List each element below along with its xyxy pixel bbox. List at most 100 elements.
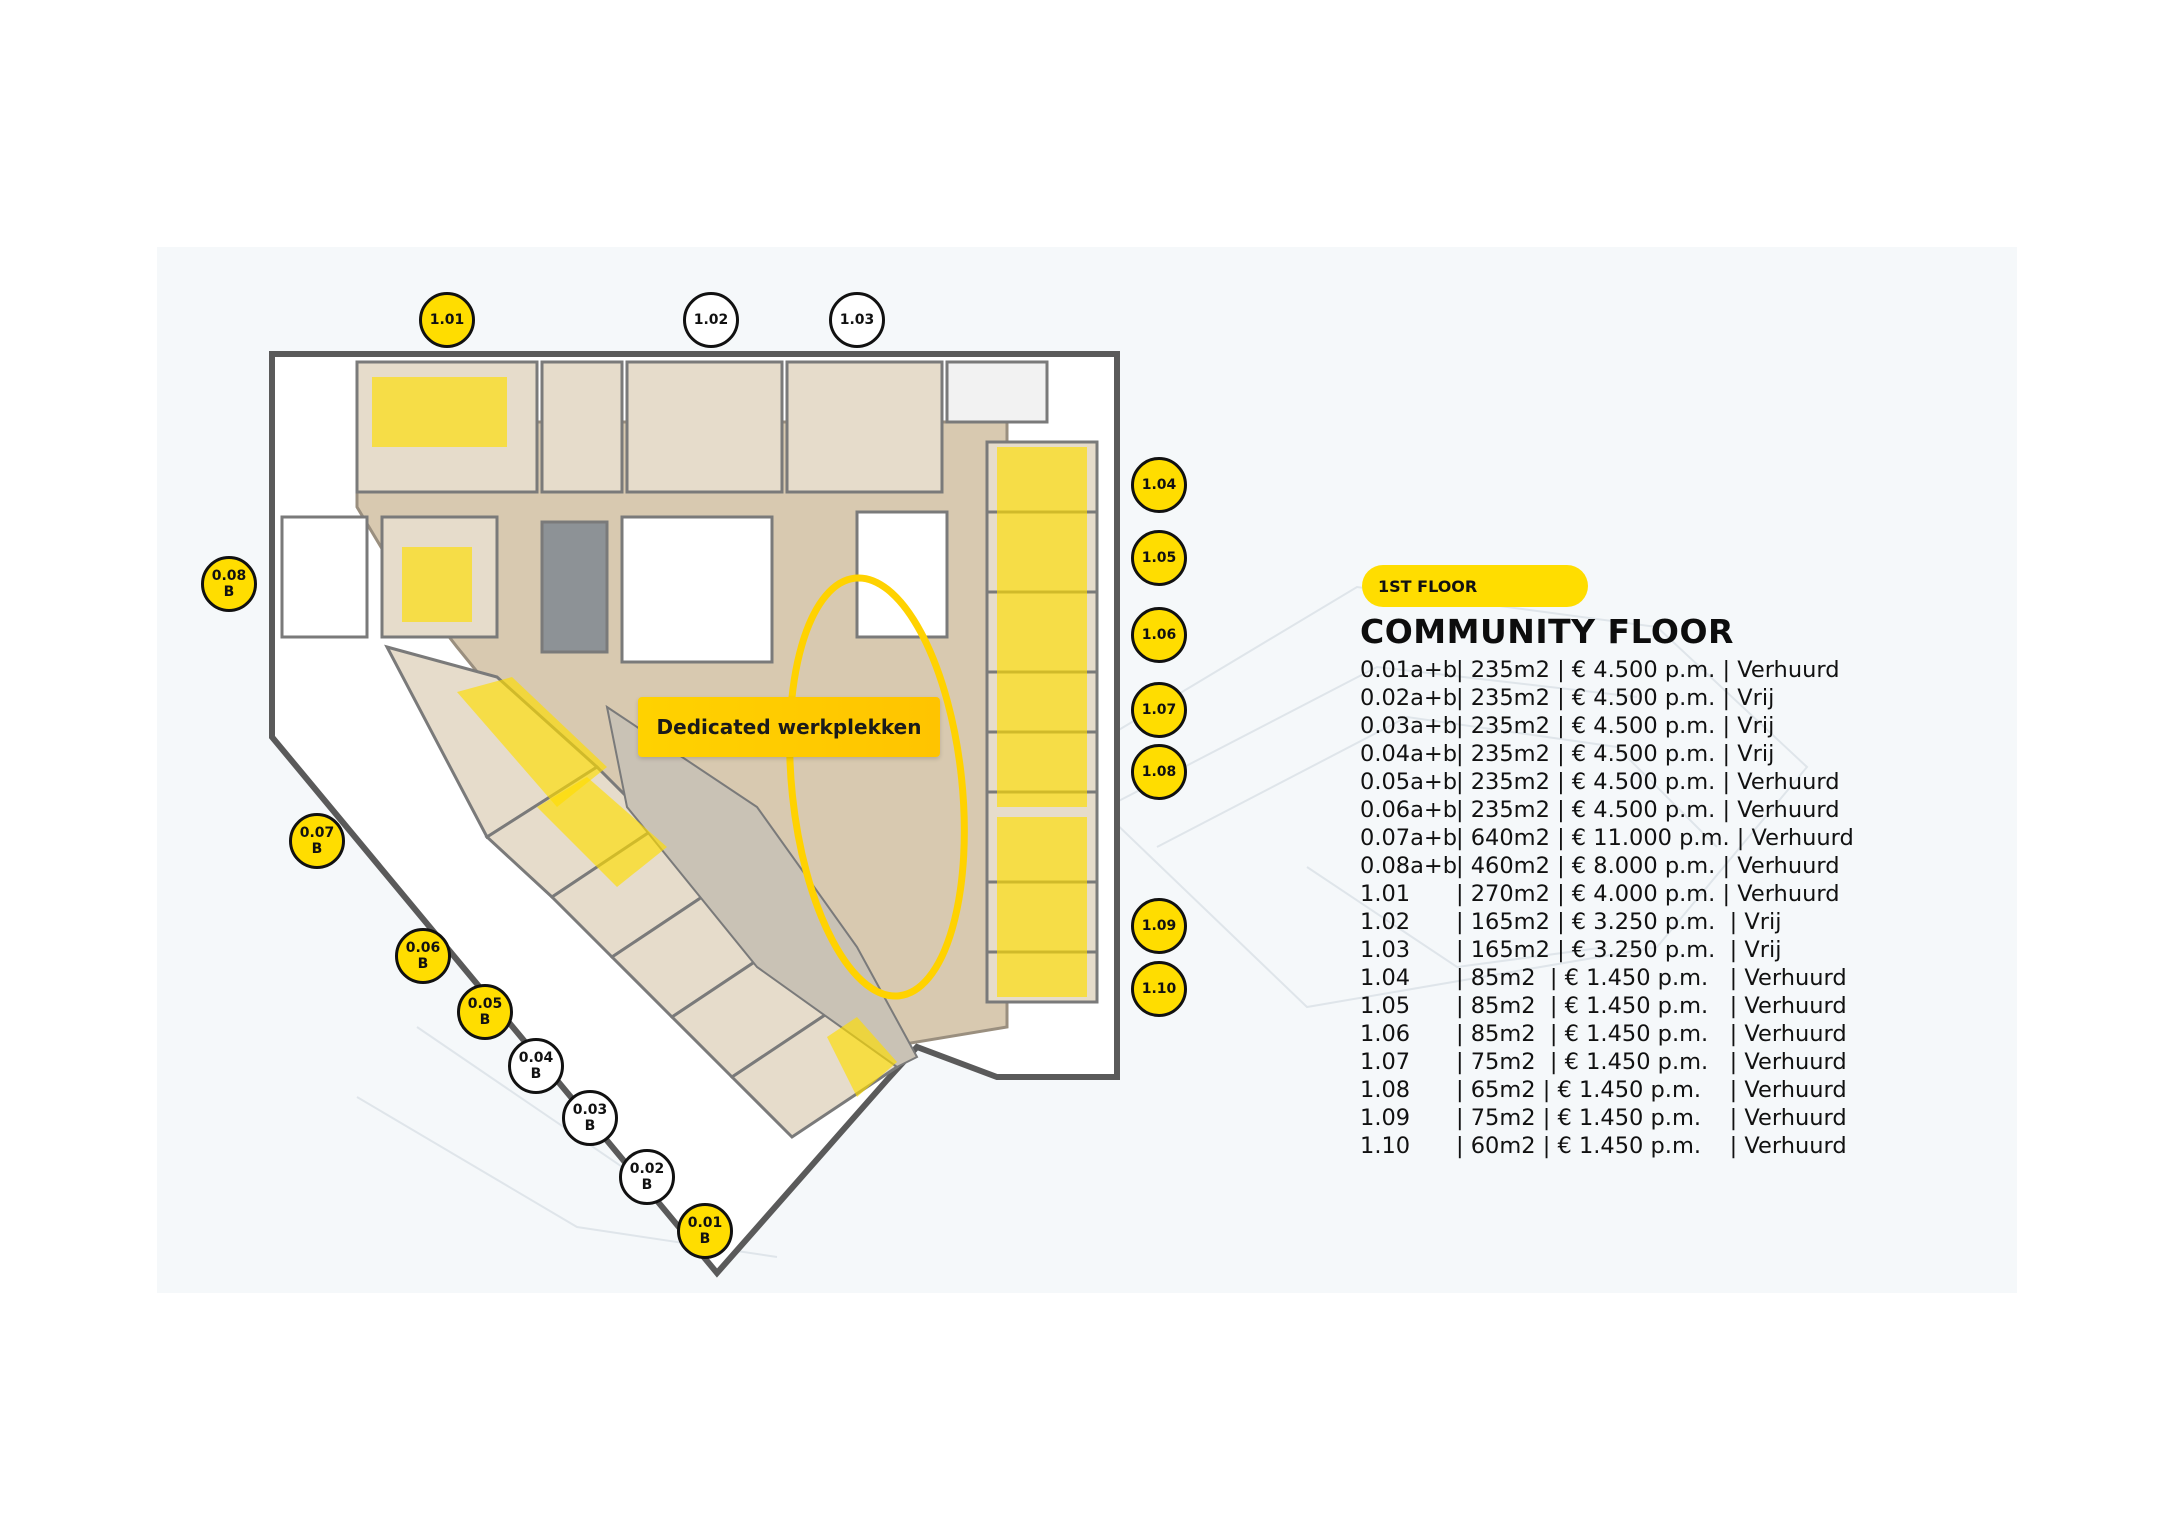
marker-label: 1.06 (1141, 627, 1177, 643)
marker-label: 0.06 (405, 940, 441, 956)
unit-details: | 75m2 | € 1.450 p.m. | Verhuurd (1456, 1049, 1847, 1075)
background-sketch (356, 585, 1809, 1258)
marker-label: 0.08 (211, 568, 247, 584)
marker-sublabel: B (223, 584, 235, 600)
unit-marker-0.01B[interactable]: 0.01 B (677, 1203, 733, 1259)
floor-badge: 1ST FLOOR (1362, 565, 1588, 607)
unit-id: 0.01a+b (1360, 657, 1458, 683)
unit-id: 0.08a+b (1360, 853, 1458, 879)
floor-label: 1ST FLOOR (1378, 576, 1478, 596)
unit-details: | 85m2 | € 1.450 p.m. | Verhuurd (1456, 993, 1847, 1019)
unit-marker-0.02B[interactable]: 0.02 B (619, 1149, 675, 1205)
marker-label: 1.02 (693, 312, 729, 328)
unit-marker-1.07[interactable]: 1.07 (1131, 682, 1187, 738)
floorplan-drawing (269, 351, 1809, 1278)
floor-title: COMMUNITY FLOOR (1360, 612, 1734, 651)
marker-sublabel: B (417, 956, 429, 972)
unit-marker-0.08B[interactable]: 0.08 B (201, 556, 257, 612)
unit-id: 1.04 (1360, 965, 1411, 991)
rented-highlights (372, 377, 1087, 1097)
unit-row: 1.10| 60m2 | € 1.450 p.m. | Verhuurd (1360, 1132, 1920, 1160)
unit-id: 1.01 (1360, 881, 1411, 907)
unit-row: 1.02 | 165m2 | € 3.250 p.m. | Vrij (1360, 908, 1920, 936)
unit-details: | 165m2 | € 3.250 p.m. | Vrij (1456, 937, 1782, 963)
unit-marker-1.06[interactable]: 1.06 (1131, 607, 1187, 663)
marker-sublabel: B (311, 841, 323, 857)
unit-marker-1.10[interactable]: 1.10 (1131, 961, 1187, 1017)
unit-marker-1.08[interactable]: 1.08 (1131, 744, 1187, 800)
unit-marker-0.05B[interactable]: 0.05 B (457, 984, 513, 1040)
unit-row: 0.04a+b| 235m2 | € 4.500 p.m. | Vrij (1360, 740, 1920, 768)
unit-row: 1.04 | 85m2 | € 1.450 p.m. | Verhuurd (1360, 964, 1920, 992)
unit-id: 1.08 (1360, 1077, 1411, 1103)
unit-id: 1.03 (1360, 937, 1411, 963)
marker-sublabel: B (641, 1177, 653, 1193)
unit-details: | 640m2 | € 11.000 p.m. | Verhuurd (1456, 825, 1854, 851)
unit-marker-1.02[interactable]: 1.02 (683, 292, 739, 348)
unit-details: | 75m2 | € 1.450 p.m. | Verhuurd (1456, 1105, 1847, 1131)
unit-details: | 235m2 | € 4.500 p.m. | Vrij (1456, 685, 1775, 711)
marker-label: 0.05 (467, 996, 503, 1012)
unit-row: 0.03a+b| 235m2 | € 4.500 p.m. | Vrij (1360, 712, 1920, 740)
marker-label: 1.07 (1141, 702, 1177, 718)
unit-row: 1.08 | 65m2 | € 1.450 p.m. | Verhuurd (1360, 1076, 1920, 1104)
unit-id: 1.09 (1360, 1105, 1411, 1131)
unit-marker-0.06B[interactable]: 0.06 B (395, 928, 451, 984)
unit-row: 0.08a+b| 460m2 | € 8.000 p.m. | Verhuurd (1360, 852, 1920, 880)
unit-marker-1.04[interactable]: 1.04 (1131, 457, 1187, 513)
callout-text: Dedicated werkplekken (656, 715, 922, 739)
unit-details: | 85m2 | € 1.450 p.m. | Verhuurd (1456, 965, 1847, 991)
central-blocks (540, 510, 949, 664)
unit-details: | 235m2 | € 4.500 p.m. | Verhuurd (1456, 797, 1840, 823)
unit-row: 1.01 | 270m2 | € 4.000 p.m. | Verhuurd (1360, 880, 1920, 908)
marker-label: 0.07 (299, 825, 335, 841)
unit-details: | 270m2 | € 4.000 p.m. | Verhuurd (1456, 881, 1840, 907)
marker-label: 0.04 (518, 1050, 554, 1066)
unit-marker-1.03[interactable]: 1.03 (829, 292, 885, 348)
marker-label: 1.09 (1141, 918, 1177, 934)
unit-row: 1.05 | 85m2 | € 1.450 p.m. | Verhuurd (1360, 992, 1920, 1020)
marker-label: 0.03 (572, 1102, 608, 1118)
unit-marker-1.01[interactable]: 1.01 (419, 292, 475, 348)
unit-id: 1.07 (1360, 1049, 1411, 1075)
marker-label: 0.02 (629, 1161, 665, 1177)
unit-details: | 235m2 | € 4.500 p.m. | Verhuurd (1456, 769, 1840, 795)
unit-marker-0.04B[interactable]: 0.04 B (508, 1038, 564, 1094)
marker-label: 1.10 (1141, 981, 1177, 997)
unit-id: 0.04a+b (1360, 741, 1458, 767)
unit-id: 0.06a+b (1360, 797, 1458, 823)
unit-details: | 65m2 | € 1.450 p.m. | Verhuurd (1456, 1077, 1847, 1103)
unit-id: 0.03a+b (1360, 713, 1458, 739)
dedicated-workspaces-callout: Dedicated werkplekken (638, 697, 940, 757)
unit-id: 0.05a+b (1360, 769, 1458, 795)
unit-details: | 165m2 | € 3.250 p.m. | Vrij (1456, 909, 1782, 935)
unit-details: | 60m2 | € 1.450 p.m. | Verhuurd (1456, 1133, 1847, 1159)
unit-marker-0.03B[interactable]: 0.03 B (562, 1090, 618, 1146)
marker-label: 1.01 (429, 312, 465, 328)
unit-marker-0.07B[interactable]: 0.07 B (289, 813, 345, 869)
unit-row: 0.06a+b| 235m2 | € 4.500 p.m. | Verhuurd (1360, 796, 1920, 824)
unit-row: 1.09 | 75m2 | € 1.450 p.m. | Verhuurd (1360, 1104, 1920, 1132)
unit-row: 1.06 | 85m2 | € 1.450 p.m. | Verhuurd (1360, 1020, 1920, 1048)
marker-sublabel: B (699, 1231, 711, 1247)
unit-marker-1.09[interactable]: 1.09 (1131, 898, 1187, 954)
unit-row: 0.05a+b| 235m2 | € 4.500 p.m. | Verhuurd (1360, 768, 1920, 796)
unit-id: 1.02 (1360, 909, 1411, 935)
units-table: 0.01a+b| 235m2 | € 4.500 p.m. | Verhuurd… (1360, 656, 1920, 1160)
unit-id: 1.05 (1360, 993, 1411, 1019)
unit-row: 1.07 | 75m2 | € 1.450 p.m. | Verhuurd (1360, 1048, 1920, 1076)
marker-sublabel: B (584, 1118, 596, 1134)
unit-details: | 235m2 | € 4.500 p.m. | Verhuurd (1456, 657, 1840, 683)
marker-sublabel: B (530, 1066, 542, 1082)
unit-details: | 460m2 | € 8.000 p.m. | Verhuurd (1456, 853, 1840, 879)
unit-id: 1.06 (1360, 1021, 1411, 1047)
unit-row: 1.03 | 165m2 | € 3.250 p.m. | Vrij (1360, 936, 1920, 964)
unit-marker-1.05[interactable]: 1.05 (1131, 530, 1187, 586)
unit-details: | 85m2 | € 1.450 p.m. | Verhuurd (1456, 1021, 1847, 1047)
floorplan-panel: Dedicated werkplekken (157, 247, 2017, 1293)
unit-details: | 235m2 | € 4.500 p.m. | Vrij (1456, 713, 1775, 739)
marker-label: 1.03 (839, 312, 875, 328)
dedicated-outline (786, 574, 968, 1000)
unit-id: 0.02a+b (1360, 685, 1458, 711)
unit-id: 0.07a+b (1360, 825, 1458, 851)
